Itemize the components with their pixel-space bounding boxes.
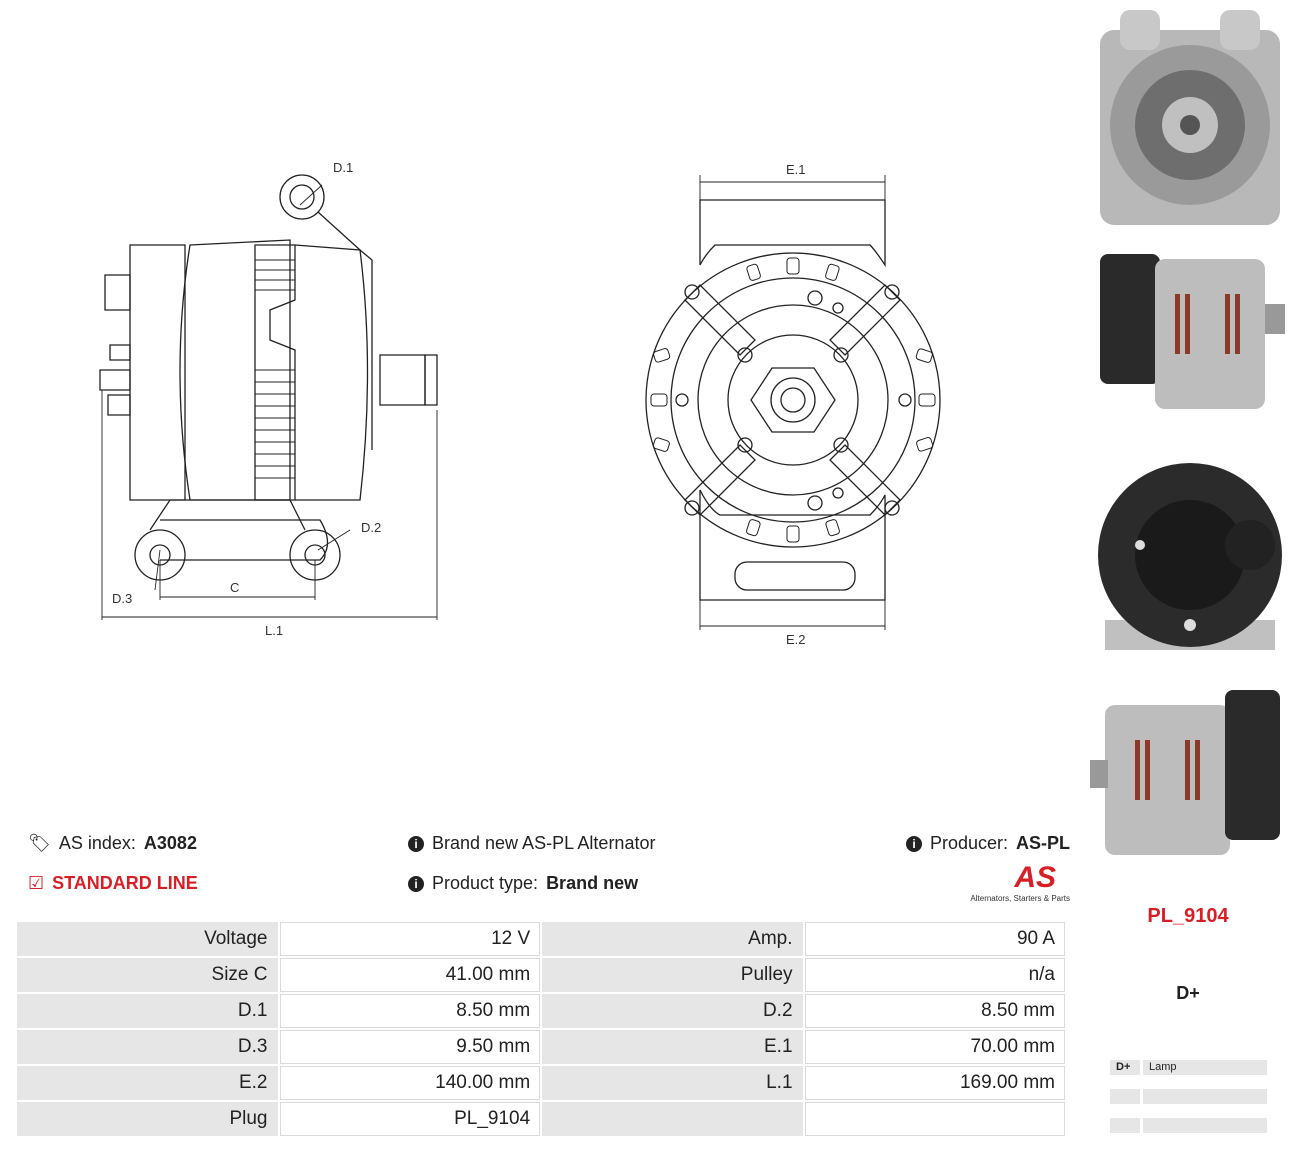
spec-key: D.1: [15, 992, 280, 1030]
checkbox-icon: ☑: [28, 873, 45, 893]
spec-key: Amp.: [540, 920, 805, 958]
front-view-drawing: E.1 E.2: [645, 162, 941, 647]
as-index-row: 🏷 AS index: A3082: [28, 833, 197, 854]
spec-value: 90 A: [802, 920, 1068, 958]
info-icon: i: [408, 875, 424, 892]
connector-desc: [1143, 1089, 1267, 1104]
spec-key: E.1: [540, 1028, 805, 1066]
connector-row: D+Lamp: [1110, 1060, 1267, 1075]
line-row: ☑ STANDARD LINE: [28, 873, 198, 894]
as-logo-tagline: Alternators, Starters & Parts: [970, 894, 1070, 903]
as-logo-mark: AS: [1014, 861, 1056, 894]
label-d2: D.2: [361, 520, 381, 535]
connector-desc: Lamp: [1143, 1060, 1267, 1075]
producer-value: AS-PL: [1016, 833, 1071, 853]
spec-value: 169.00 mm: [802, 1064, 1068, 1102]
spec-value: 41.00 mm: [277, 956, 543, 994]
product-type-label: Product type:: [432, 873, 539, 893]
product-type-row: i Product type: Brand new: [408, 873, 638, 894]
label-l1: L.1: [265, 623, 283, 638]
connector-table: D+Lamp: [1110, 1060, 1267, 1147]
label-e2: E.2: [786, 632, 806, 647]
as-index-value: A3082: [143, 833, 197, 853]
spec-key: D.2: [540, 992, 805, 1030]
terminal-title: D+: [1176, 983, 1200, 1003]
spec-key: D.3: [15, 1028, 280, 1066]
label-d1: D.1: [333, 160, 353, 175]
producer-label: Producer:: [930, 833, 1009, 853]
as-index-label: AS index:: [58, 833, 136, 853]
connector-pin: [1110, 1118, 1140, 1133]
spec-value: 140.00 mm: [277, 1064, 543, 1102]
product-photo-side-left: [1090, 690, 1280, 855]
connector-pin: D+: [1110, 1060, 1140, 1075]
label-e1: E.1: [786, 162, 806, 177]
brand-row: i Brand new AS-PL Alternator: [408, 833, 655, 854]
spec-key: E.2: [15, 1064, 280, 1102]
connector-pin: [1110, 1089, 1140, 1104]
product-type-value: Brand new: [546, 873, 639, 893]
producer-row: i Producer: AS-PL: [906, 833, 1070, 854]
spec-value: [802, 1100, 1068, 1138]
connector-desc: [1143, 1118, 1267, 1133]
plug-code: PL_9104: [1147, 905, 1229, 927]
spec-key: L.1: [540, 1064, 805, 1102]
label-c: C: [230, 580, 239, 595]
info-icon: i: [408, 835, 424, 852]
connector-row: [1110, 1089, 1267, 1104]
tags-icon: 🏷: [28, 833, 51, 853]
as-logo: AS Alternators, Starters & Parts: [965, 861, 1070, 904]
spec-value: 70.00 mm: [802, 1028, 1068, 1066]
product-photo-side-right: [1100, 254, 1285, 409]
spec-key: Plug: [15, 1100, 280, 1138]
spec-value: 12 V: [277, 920, 543, 958]
line-label: STANDARD LINE: [52, 873, 198, 893]
spec-key: Voltage: [15, 920, 280, 958]
spec-value: n/a: [802, 956, 1068, 994]
spec-value: 8.50 mm: [277, 992, 543, 1030]
connector-row: [1110, 1118, 1267, 1133]
info-icon: i: [906, 835, 922, 852]
brand-text: Brand new AS-PL Alternator: [432, 833, 656, 853]
spec-key: [540, 1100, 805, 1138]
product-photo-rear: [1098, 463, 1282, 650]
spec-value: PL_9104: [277, 1100, 543, 1138]
product-photo-front: [1100, 10, 1280, 225]
side-view-drawing: D.1 D.2 D.3 C L.1: [99, 160, 438, 638]
spec-value: 8.50 mm: [802, 992, 1068, 1030]
spec-key: Size C: [15, 956, 280, 994]
spec-value: 9.50 mm: [277, 1028, 543, 1066]
spec-key: Pulley: [540, 956, 805, 994]
label-d3: D.3: [112, 591, 132, 606]
